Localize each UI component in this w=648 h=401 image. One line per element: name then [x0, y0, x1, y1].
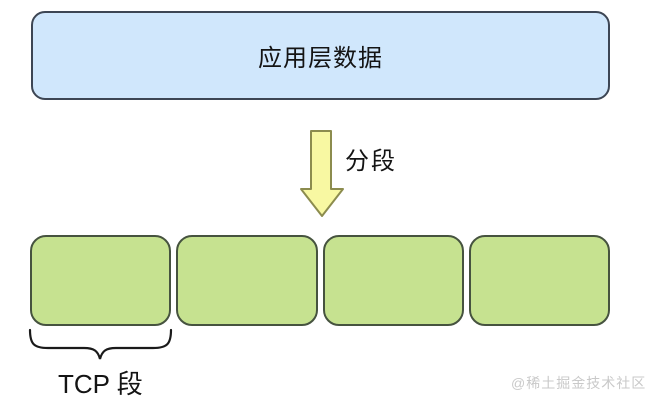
down-arrow-icon	[300, 130, 344, 217]
tcp-segment-2	[176, 235, 318, 326]
tcp-segment-4	[468, 235, 610, 326]
tcp-segment-1	[30, 235, 172, 326]
application-data-box: 应用层数据	[31, 11, 610, 100]
tcp-segment-3	[322, 235, 464, 326]
tcp-segment-label: TCP 段	[58, 369, 143, 399]
watermark-text: @稀土掘金技术社区	[511, 375, 647, 391]
tcp-segments-row	[30, 235, 610, 326]
underbrace-icon	[28, 328, 173, 360]
segmentation-label: 分段	[345, 148, 397, 175]
application-data-label: 应用层数据	[258, 45, 383, 72]
